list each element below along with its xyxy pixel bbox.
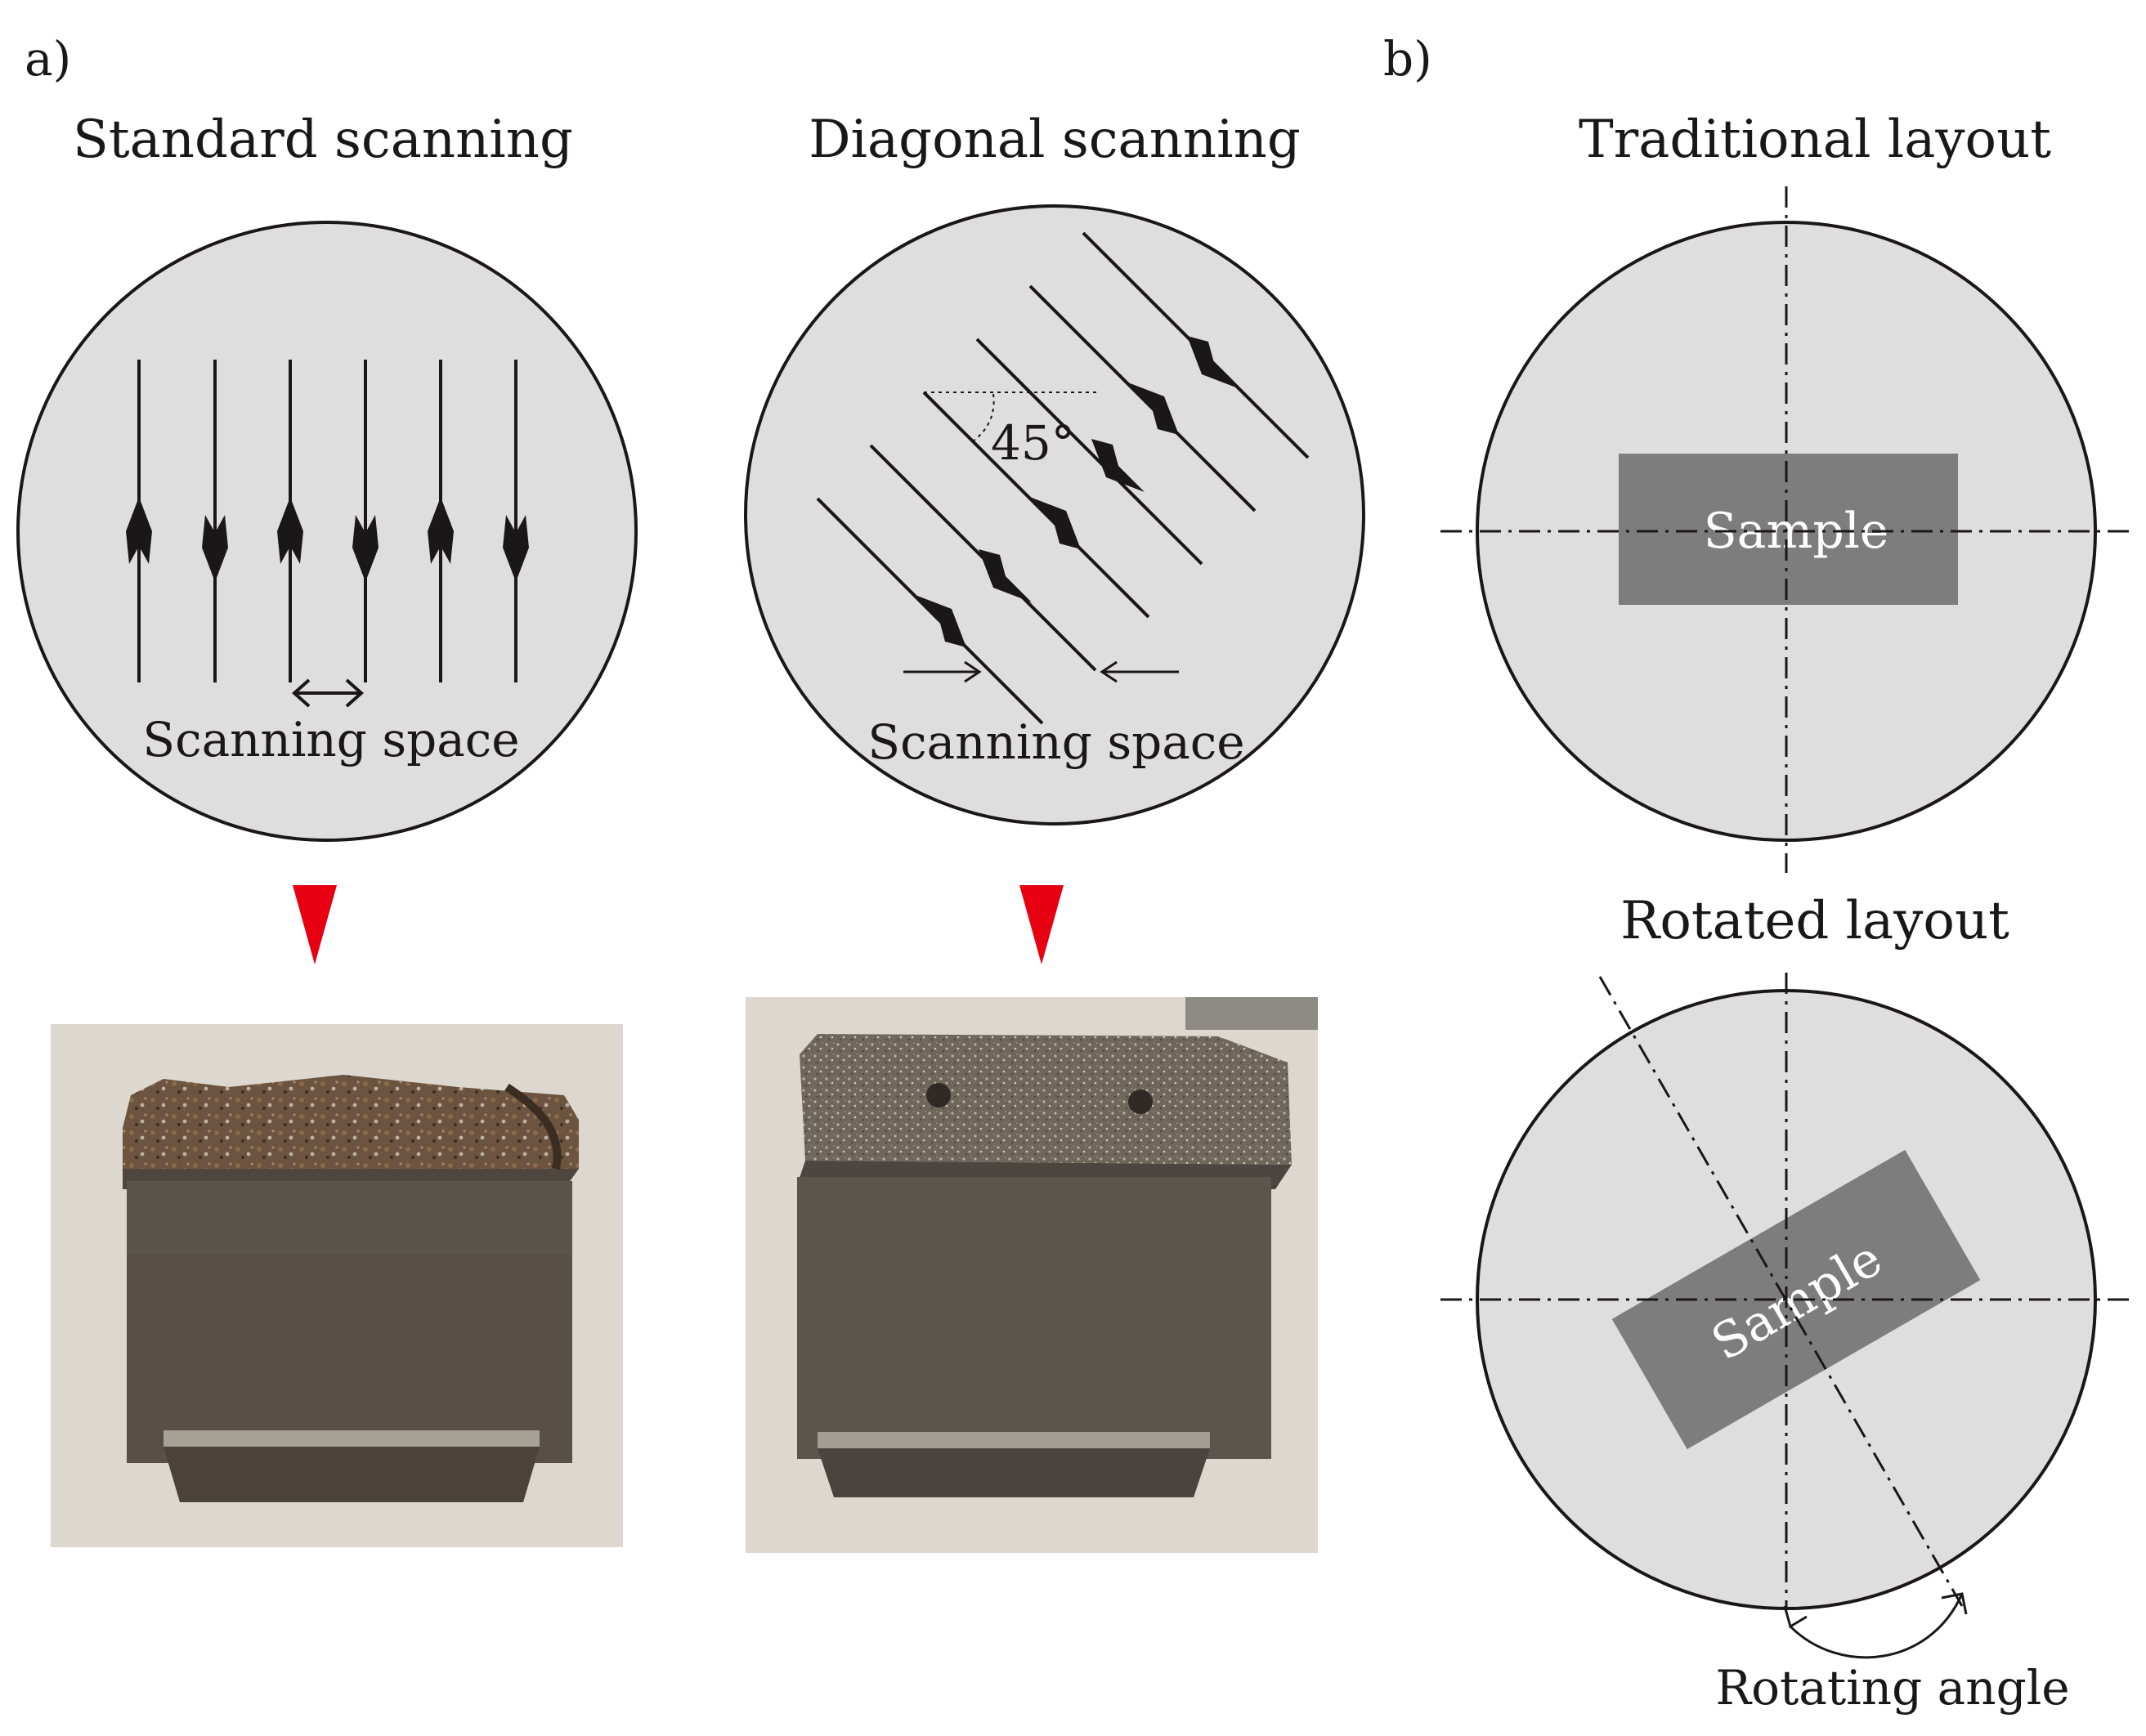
arrow-down-right-icon xyxy=(979,549,1032,602)
arrow-up-left-icon xyxy=(913,594,966,647)
traditional-sample-box xyxy=(1619,454,1958,605)
standard-scanning-group: Standard scanning Scanning space xyxy=(16,110,638,1547)
diagonal-scanning-title: Diagonal scanning xyxy=(809,110,1301,170)
rotated-layout-title: Rotated layout xyxy=(1620,891,2009,951)
diagonal-scanning-group: Diagonal scanning 45° xyxy=(744,110,1365,1553)
standard-sample-photo xyxy=(51,1024,623,1547)
diagonal-space-arrows-icon xyxy=(903,660,1179,683)
rotated-center-axes xyxy=(1440,973,2135,1608)
arrow-up-icon xyxy=(428,497,454,564)
arrow-down-icon xyxy=(352,515,379,582)
arrow-down-icon xyxy=(202,515,228,582)
rotating-angle-label: Rotating angle xyxy=(1715,1660,2069,1716)
standard-red-down-arrow-icon xyxy=(293,885,337,964)
rotating-angle-arrow-icon xyxy=(1783,1592,1968,1659)
arrow-up-left-icon xyxy=(1028,496,1081,549)
arrow-up-icon xyxy=(126,497,152,564)
standard-scanning-space-label: Scanning space xyxy=(142,712,519,767)
diagonal-direction-arrows xyxy=(913,336,1240,647)
standard-direction-arrows xyxy=(126,497,529,582)
panel-a-label: a) xyxy=(25,31,71,87)
rotated-layout-group: Rotated layout Sample Rotating angle xyxy=(1440,891,2135,1716)
panel-b-label: b) xyxy=(1383,31,1432,87)
diagonal-sample-photo xyxy=(746,997,1318,1553)
diagonal-angle-label: 45° xyxy=(991,415,1075,471)
diagonal-scanning-space-label: Scanning space xyxy=(867,714,1244,770)
arrow-up-icon xyxy=(277,497,303,564)
traditional-center-axes xyxy=(1440,186,2135,873)
standard-space-double-arrow-icon xyxy=(291,678,365,708)
arrow-down-right-icon xyxy=(1091,439,1145,492)
standard-plate-circle xyxy=(16,221,638,842)
arrow-down-right-icon xyxy=(1187,336,1240,389)
standard-scanning-title: Standard scanning xyxy=(73,110,573,170)
traditional-layout-title: Traditional layout xyxy=(1579,110,2051,170)
arrow-down-icon xyxy=(503,515,529,582)
arrow-up-left-icon xyxy=(1126,382,1179,435)
diagonal-red-down-arrow-icon xyxy=(1019,885,1064,964)
traditional-layout-group: Traditional layout Sample xyxy=(1440,110,2135,873)
